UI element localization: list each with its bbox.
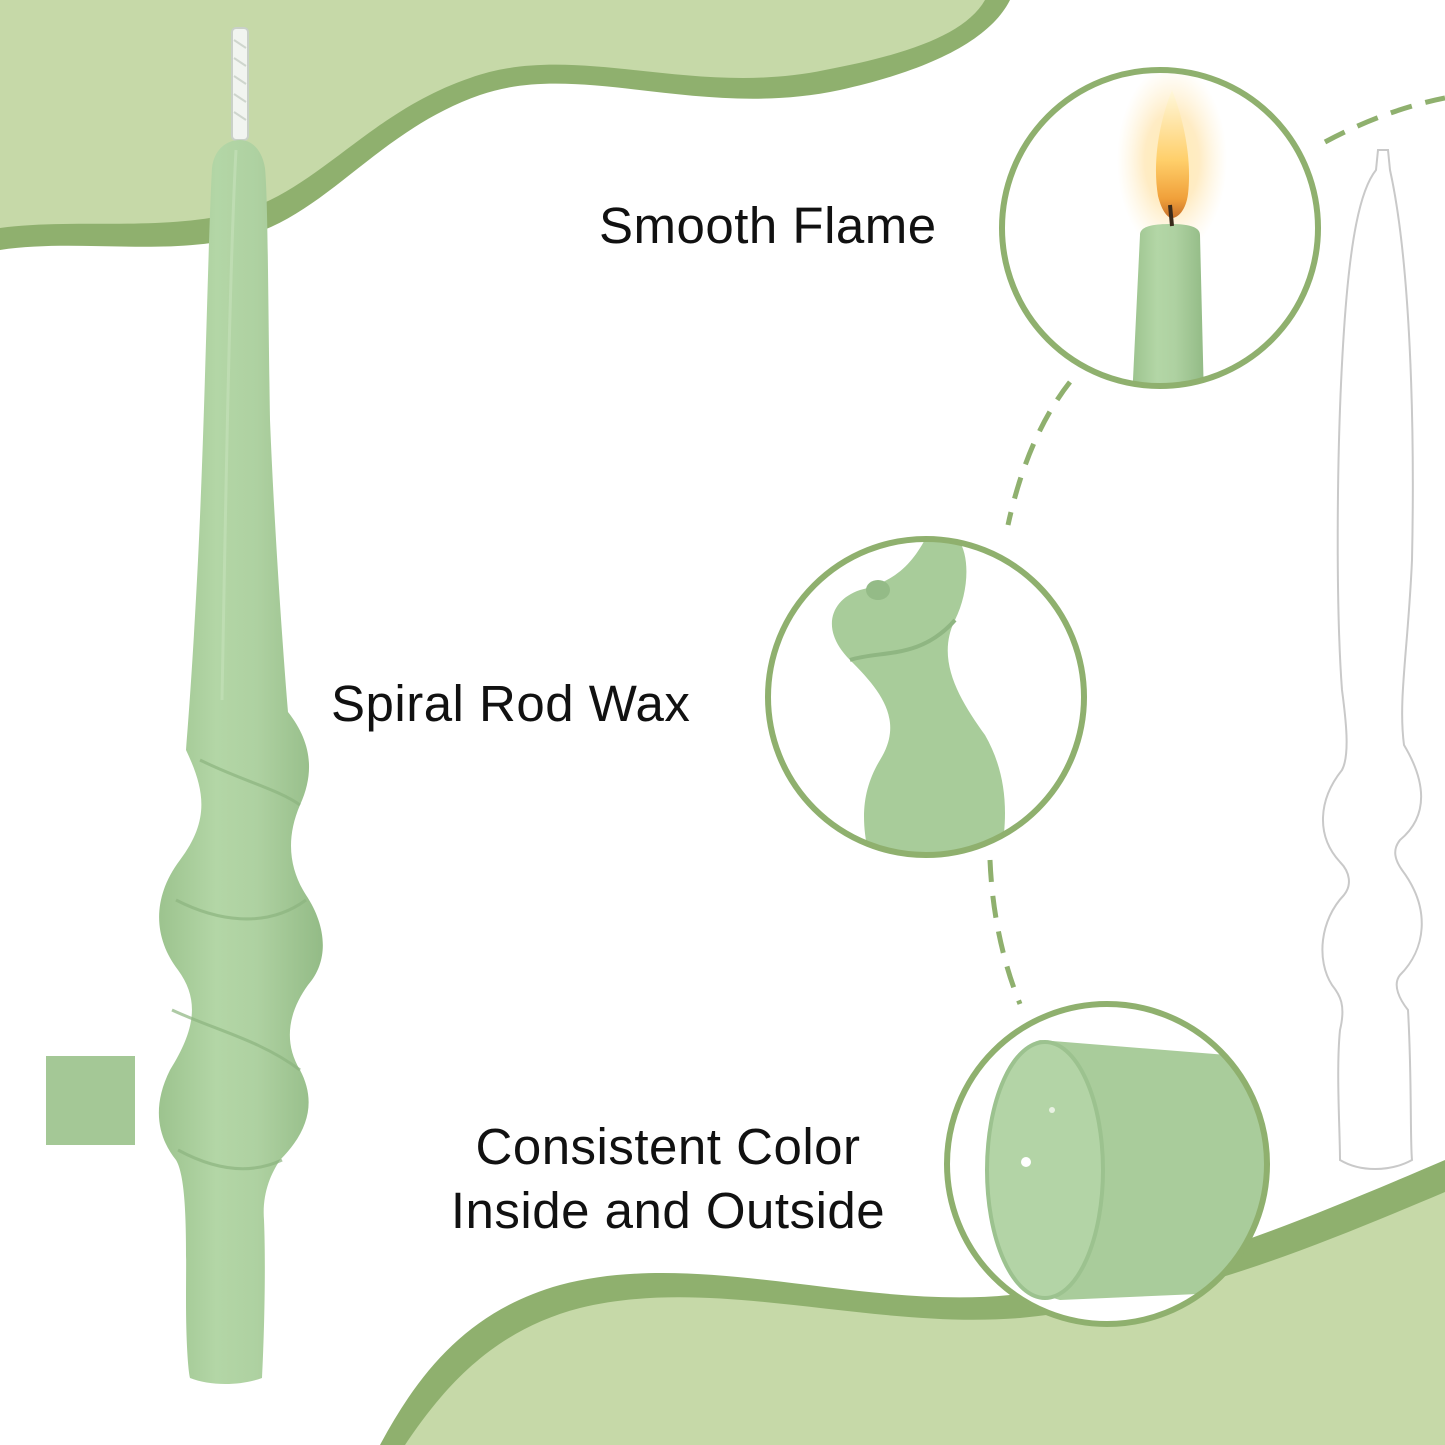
dashed-connector [987, 859, 1023, 1005]
dashed-connector [1005, 380, 1072, 526]
feature-label-consistent-color: Consistent Color Inside and Outside [418, 1115, 918, 1243]
flame-detail-circle [999, 67, 1321, 389]
dashed-connector [1323, 95, 1445, 145]
feature-label-smooth-flame: Smooth Flame [599, 197, 937, 254]
bottom-wave-light [405, 1192, 1445, 1445]
white-candle-silhouette [1321, 149, 1423, 1170]
feature-label-line-1: Consistent Color [475, 1118, 861, 1175]
color-swatch [46, 1056, 135, 1145]
feature-label-spiral-rod-wax: Spiral Rod Wax [331, 675, 691, 732]
main-spiral-candle [158, 140, 323, 1384]
spiral-detail-circle [765, 536, 1087, 858]
feature-label-line-2: Inside and Outside [450, 1182, 886, 1239]
color-detail-circle [944, 1001, 1270, 1327]
